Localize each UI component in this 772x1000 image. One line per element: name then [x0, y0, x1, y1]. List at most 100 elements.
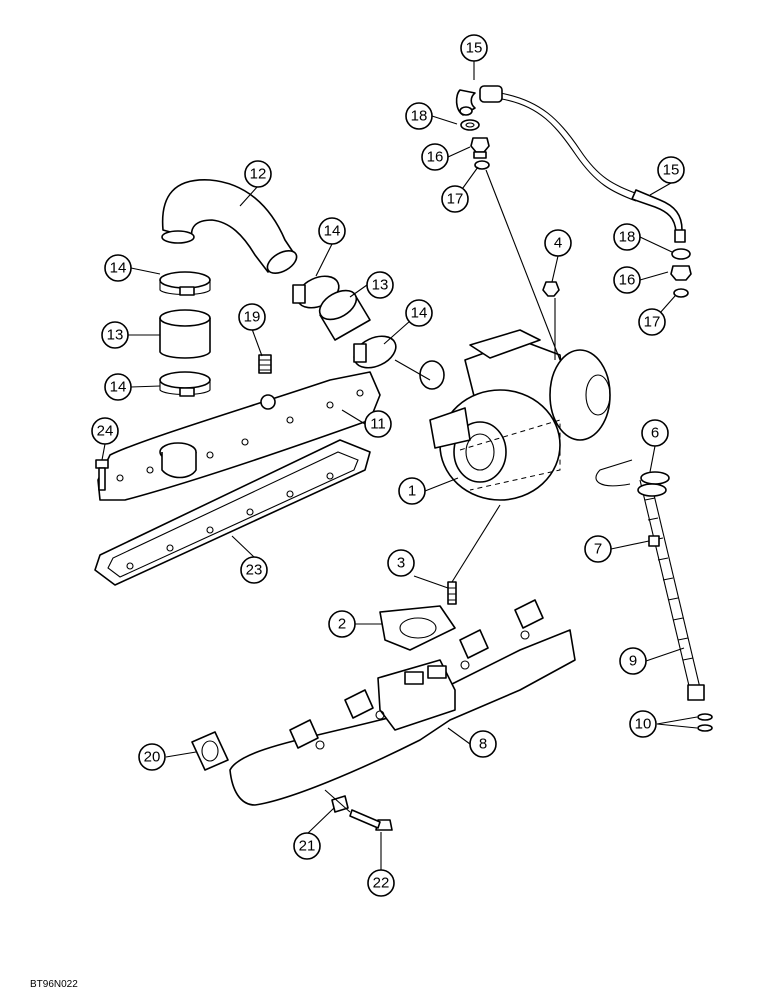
alignment-lines	[324, 169, 633, 813]
callout-16-lower: 16	[613, 266, 641, 294]
callout-12: 12	[244, 160, 272, 188]
callout-label: 7	[594, 541, 602, 558]
callout-21: 21	[293, 832, 321, 860]
callout-19: 19	[238, 303, 266, 331]
washer-upper	[460, 119, 480, 131]
callout-circle	[638, 308, 666, 336]
callout-circle	[657, 156, 685, 184]
callout-7: 7	[584, 535, 612, 563]
manifold-bolt	[349, 809, 393, 831]
callout-14-c: 14	[405, 299, 433, 327]
hose-clamp-1	[159, 271, 211, 296]
callout-circle	[364, 410, 392, 438]
callout-circle	[584, 535, 612, 563]
callout-1: 1	[398, 477, 426, 505]
callout-15-upper: 15	[460, 34, 488, 62]
callout-circle	[421, 143, 449, 171]
callout-circle	[240, 556, 268, 584]
callout-label: 14	[411, 305, 428, 322]
callout-label: 17	[447, 191, 464, 208]
callout-label: 14	[324, 223, 341, 240]
hose-clamp-4	[353, 335, 397, 369]
callout-22: 22	[367, 869, 395, 897]
callout-circle	[244, 160, 272, 188]
figure-code: BT96N022	[30, 979, 78, 990]
callout-17-lower: 17	[638, 308, 666, 336]
callout-circle	[398, 477, 426, 505]
callout-circle	[405, 102, 433, 130]
callout-label: 17	[644, 314, 661, 331]
intake-gasket	[94, 439, 371, 586]
intake-elbow-hose	[161, 179, 298, 274]
callout-14-d: 14	[104, 373, 132, 401]
callout-8: 8	[469, 730, 497, 758]
turbo-gasket	[379, 605, 456, 651]
plug-fitting	[258, 354, 272, 374]
exhaust-port-gasket	[191, 731, 229, 771]
callout-circle	[104, 373, 132, 401]
oil-supply-tube	[455, 85, 641, 202]
manifold-stud	[447, 581, 457, 605]
callout-20: 20	[138, 743, 166, 771]
callout-circle	[318, 217, 346, 245]
callout-17-upper: 17	[441, 185, 469, 213]
callout-circle	[91, 417, 119, 445]
callout-13-a: 13	[101, 321, 129, 349]
callout-label: 21	[299, 838, 316, 855]
callout-circle	[238, 303, 266, 331]
callout-10: 10	[629, 710, 657, 738]
hose-clamp-2	[159, 371, 211, 397]
mounting-nut	[542, 281, 560, 297]
callout-16-upper: 16	[421, 143, 449, 171]
callout-circle	[328, 610, 356, 638]
callout-label: 1	[408, 483, 416, 500]
hose-sleeve-1	[159, 309, 211, 359]
callout-2: 2	[328, 610, 356, 638]
callout-label: 16	[619, 272, 636, 289]
callout-circle	[613, 266, 641, 294]
fitting-upper	[470, 137, 490, 159]
callout-label: 8	[479, 736, 487, 753]
callout-label: 14	[110, 379, 127, 396]
oil-drain-tube	[637, 471, 705, 701]
callout-23: 23	[240, 556, 268, 584]
callout-label: 23	[246, 562, 263, 579]
callout-4: 4	[544, 229, 572, 257]
callout-circle	[619, 647, 647, 675]
callout-circle	[613, 223, 641, 251]
callout-circle	[387, 549, 415, 577]
callout-label: 18	[619, 229, 636, 246]
o-ring-lower	[673, 288, 689, 298]
callout-11: 11	[364, 410, 392, 438]
fitting-lower	[670, 265, 692, 281]
callout-label: 15	[466, 40, 483, 57]
callout-circle	[104, 254, 132, 282]
callout-circle	[441, 185, 469, 213]
callout-14-b: 14	[318, 217, 346, 245]
callout-label: 10	[635, 716, 652, 733]
callout-circle	[101, 321, 129, 349]
callout-18-lower: 18	[613, 223, 641, 251]
callout-circle	[469, 730, 497, 758]
washer-lower	[671, 248, 691, 260]
callout-14-a: 14	[104, 254, 132, 282]
callout-circle	[629, 710, 657, 738]
callout-18-upper: 18	[405, 102, 433, 130]
turbocharger	[419, 329, 611, 501]
drain-o-rings	[697, 713, 713, 732]
callout-circle	[293, 832, 321, 860]
callout-label: 2	[338, 616, 346, 633]
callout-label: 14	[110, 260, 127, 277]
callout-label: 18	[411, 108, 428, 125]
callout-9: 9	[619, 647, 647, 675]
callout-circle	[544, 229, 572, 257]
callout-label: 16	[427, 149, 444, 166]
exhaust-manifold	[229, 599, 576, 806]
cover-bolt	[95, 459, 109, 491]
callout-circle	[138, 743, 166, 771]
callout-label: 13	[372, 277, 389, 294]
callout-label: 20	[144, 749, 161, 766]
callout-label: 22	[373, 875, 390, 892]
callout-13-b: 13	[366, 271, 394, 299]
